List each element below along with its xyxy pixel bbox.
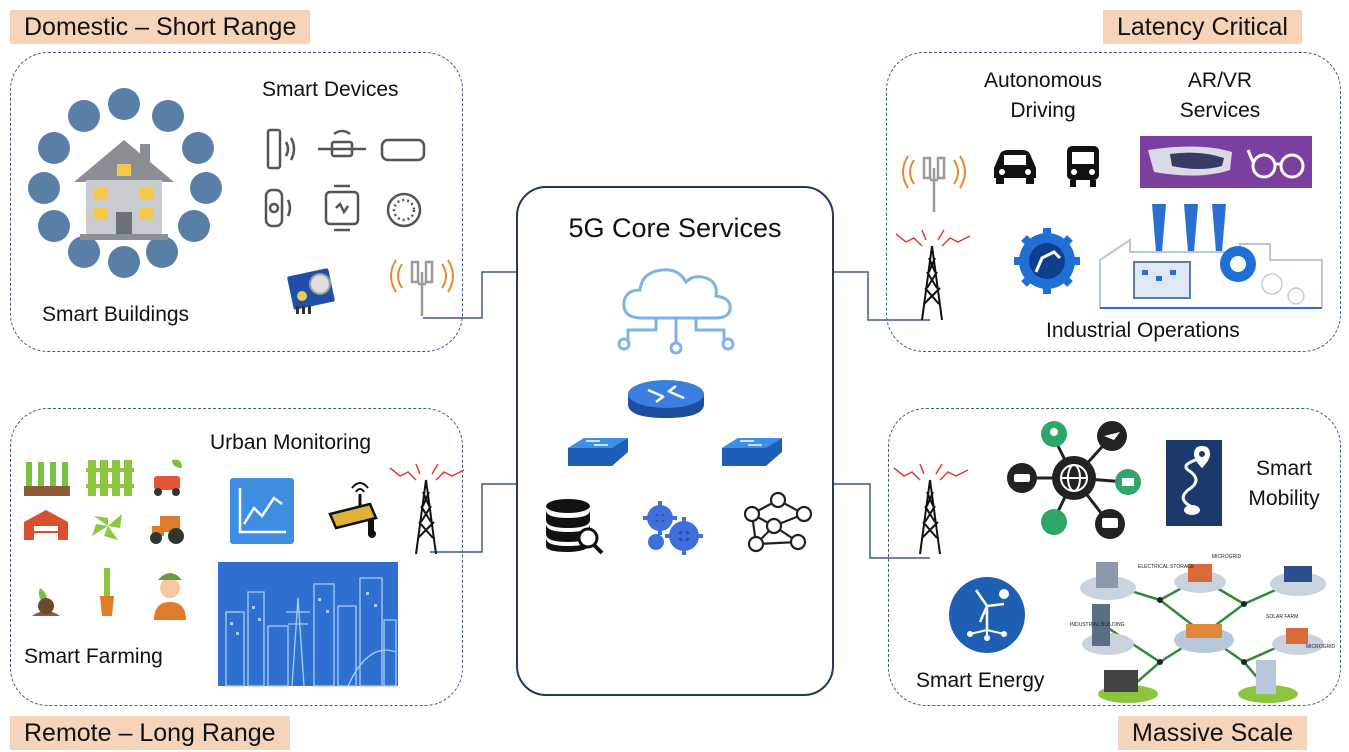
cloud-icon <box>617 268 735 355</box>
grid-label-solar-farm: SOLAR FARM <box>1266 614 1298 620</box>
smart-building-icon <box>28 88 222 278</box>
gears-icon <box>643 501 703 555</box>
industrial-operations-label: Industrial Operations <box>1046 319 1240 342</box>
domestic-panel <box>10 52 463 352</box>
switch-left-icon <box>568 438 628 466</box>
core-title: 5G Core Services <box>568 213 782 243</box>
navigation-route-icon <box>1166 440 1222 526</box>
bus-icon <box>1067 146 1099 187</box>
corner-label-massive: Massive Scale <box>1118 716 1308 750</box>
smart-mobility-label: Smart Mobility <box>1248 457 1320 510</box>
corner-label-domestic: Domestic – Short Range <box>10 10 311 44</box>
security-camera-icon <box>328 482 378 538</box>
cell-antenna-domestic-icon <box>390 259 454 316</box>
smart-energy-label: Smart Energy <box>916 669 1045 692</box>
database-search-icon <box>546 499 604 555</box>
mobility-network-icon <box>1007 421 1141 539</box>
radio-tower-latency-icon <box>895 229 971 321</box>
smart-devices-icons <box>264 128 426 232</box>
wind-energy-icon <box>949 577 1025 653</box>
secure-network-icon <box>743 491 813 553</box>
urban-monitoring-label: Urban Monitoring <box>210 431 372 454</box>
latency-panel <box>886 52 1341 352</box>
grid-label-industrial-building: INDUSTRIAL BUILDING <box>1070 622 1125 628</box>
arvr-services-label: AR/VR Services <box>1179 69 1261 122</box>
chart-monitor-icon <box>230 478 294 544</box>
grid-label-microgrid-top: MICROGRID <box>1212 554 1242 560</box>
radio-tower-massive-icon <box>893 463 969 555</box>
smart-grid-illustration: ELECTRICAL STORAGE MICROGRID SOLAR FARM … <box>1070 554 1336 703</box>
smart-buildings-label: Smart Buildings <box>42 303 190 326</box>
cell-antenna-latency-icon <box>902 155 966 212</box>
autonomous-driving-label: Autonomous Driving <box>984 69 1102 122</box>
router-icon <box>628 380 704 418</box>
remote-panel <box>10 408 463 706</box>
grid-label-microgrid-bottom: MICROGRID <box>1306 644 1336 650</box>
massive-panel <box>888 408 1341 706</box>
city-skyline-illustration <box>218 562 398 687</box>
industrial-robot-gear-icon <box>1014 228 1080 294</box>
switch-right-icon <box>722 438 782 466</box>
arvr-headset-icon <box>1140 136 1312 188</box>
sensor-module-icon <box>287 268 335 314</box>
corner-label-latency: Latency Critical <box>1103 10 1302 44</box>
core-services-box <box>516 186 834 696</box>
smart-farming-label: Smart Farming <box>24 645 163 668</box>
radio-tower-remote-icon <box>389 463 465 555</box>
corner-label-remote: Remote – Long Range <box>10 716 290 750</box>
industrial-factory-icon <box>1099 204 1323 309</box>
car-icon <box>994 150 1036 184</box>
smart-devices-label: Smart Devices <box>262 78 399 101</box>
grid-label-electrical-storage: ELECTRICAL STORAGE <box>1138 564 1195 570</box>
farming-icons <box>24 459 186 620</box>
